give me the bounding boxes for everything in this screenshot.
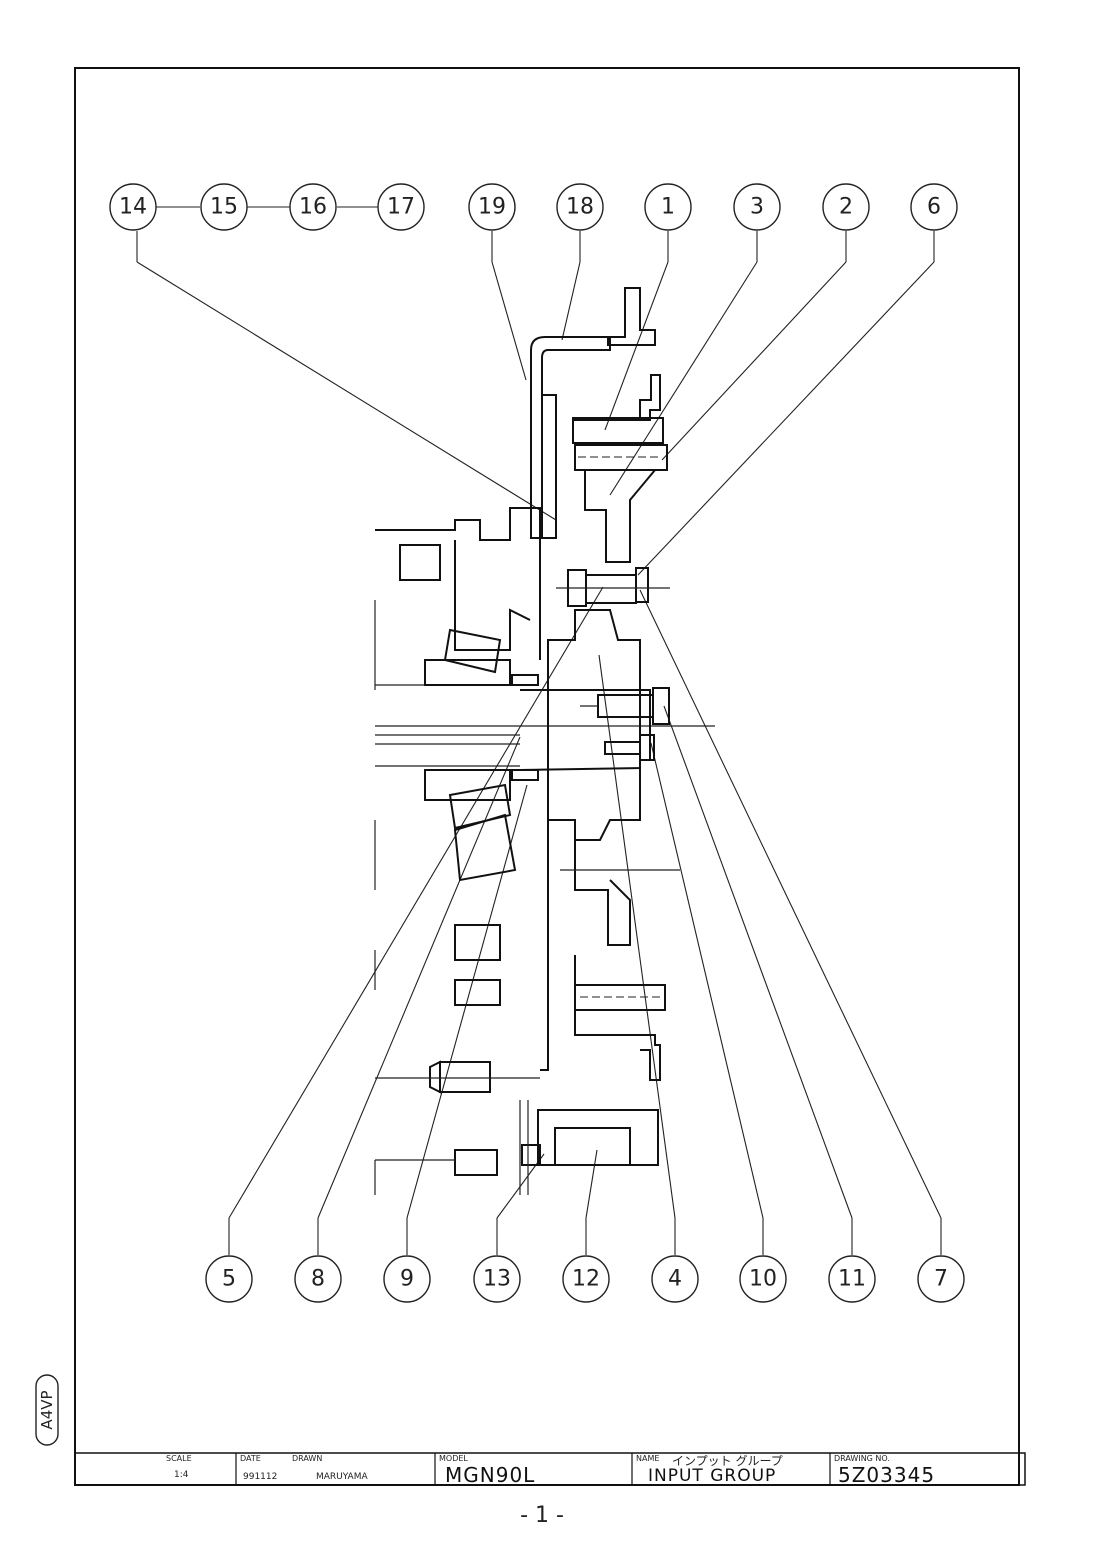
callout-14: 14	[109, 183, 157, 231]
svg-text:2: 2	[839, 195, 853, 220]
callout-6: 6	[910, 183, 958, 231]
svg-text:14: 14	[119, 195, 147, 220]
svg-text:4: 4	[668, 1267, 682, 1292]
svg-text:9: 9	[400, 1267, 414, 1292]
callout-15: 15	[200, 183, 248, 231]
callout-2: 2	[822, 183, 870, 231]
callout-7: 7	[917, 1255, 965, 1303]
drawn-value: MARUYAMA	[316, 1472, 368, 1482]
leader-lines	[136, 206, 942, 1255]
svg-text:1: 1	[661, 195, 675, 220]
callout-17: 17	[377, 183, 425, 231]
drawn-label: DRAWN	[292, 1454, 322, 1463]
svg-text:13: 13	[483, 1267, 511, 1292]
drawing-no-label: DRAWING NO.	[834, 1454, 890, 1463]
svg-text:A4VP: A4VP	[38, 1390, 56, 1429]
svg-text:15: 15	[210, 195, 238, 220]
callout-11: 11	[828, 1255, 876, 1303]
svg-text:17: 17	[387, 195, 415, 220]
svg-text:18: 18	[566, 195, 594, 220]
svg-text:8: 8	[311, 1267, 325, 1292]
callout-10: 10	[739, 1255, 787, 1303]
svg-text:3: 3	[750, 195, 764, 220]
svg-text:5: 5	[222, 1267, 236, 1292]
callout-3: 3	[733, 183, 781, 231]
date-label: DATE	[240, 1454, 261, 1463]
name-label: NAME	[636, 1454, 659, 1463]
drawing-no-value: 5Z03345	[838, 1463, 935, 1487]
svg-text:6: 6	[927, 195, 941, 220]
callout-9: 9	[383, 1255, 431, 1303]
callout-4: 4	[651, 1255, 699, 1303]
svg-text:10: 10	[749, 1267, 777, 1292]
svg-text:19: 19	[478, 195, 506, 220]
callout-8: 8	[294, 1255, 342, 1303]
svg-text:12: 12	[572, 1267, 600, 1292]
svg-text:11: 11	[838, 1267, 866, 1292]
page-number: - 1 -	[520, 1503, 564, 1528]
callout-19: 19	[468, 183, 516, 231]
paper-size-tag: A4VP	[35, 1374, 59, 1446]
callout-13: 13	[473, 1255, 521, 1303]
model-value: MGN90L	[445, 1463, 535, 1487]
scale-value: 1:4	[174, 1470, 189, 1480]
scale-label: SCALE	[166, 1454, 192, 1463]
name-value: INPUT GROUP	[648, 1466, 776, 1486]
model-label: MODEL	[439, 1454, 468, 1463]
input-group-assembly	[374, 287, 715, 1195]
svg-text:16: 16	[299, 195, 327, 220]
name-kana: インプット グループ	[672, 1454, 783, 1468]
date-value: 991112	[243, 1472, 277, 1482]
title-block: SCALE 1:4 DATE 991112 DRAWN MARUYAMA MOD…	[74, 1452, 1026, 1487]
callout-18: 18	[556, 183, 604, 231]
callout-5: 5	[205, 1255, 253, 1303]
callout-16: 16	[289, 183, 337, 231]
callout-1: 1	[644, 183, 692, 231]
callout-12: 12	[562, 1255, 610, 1303]
svg-text:7: 7	[934, 1267, 948, 1292]
